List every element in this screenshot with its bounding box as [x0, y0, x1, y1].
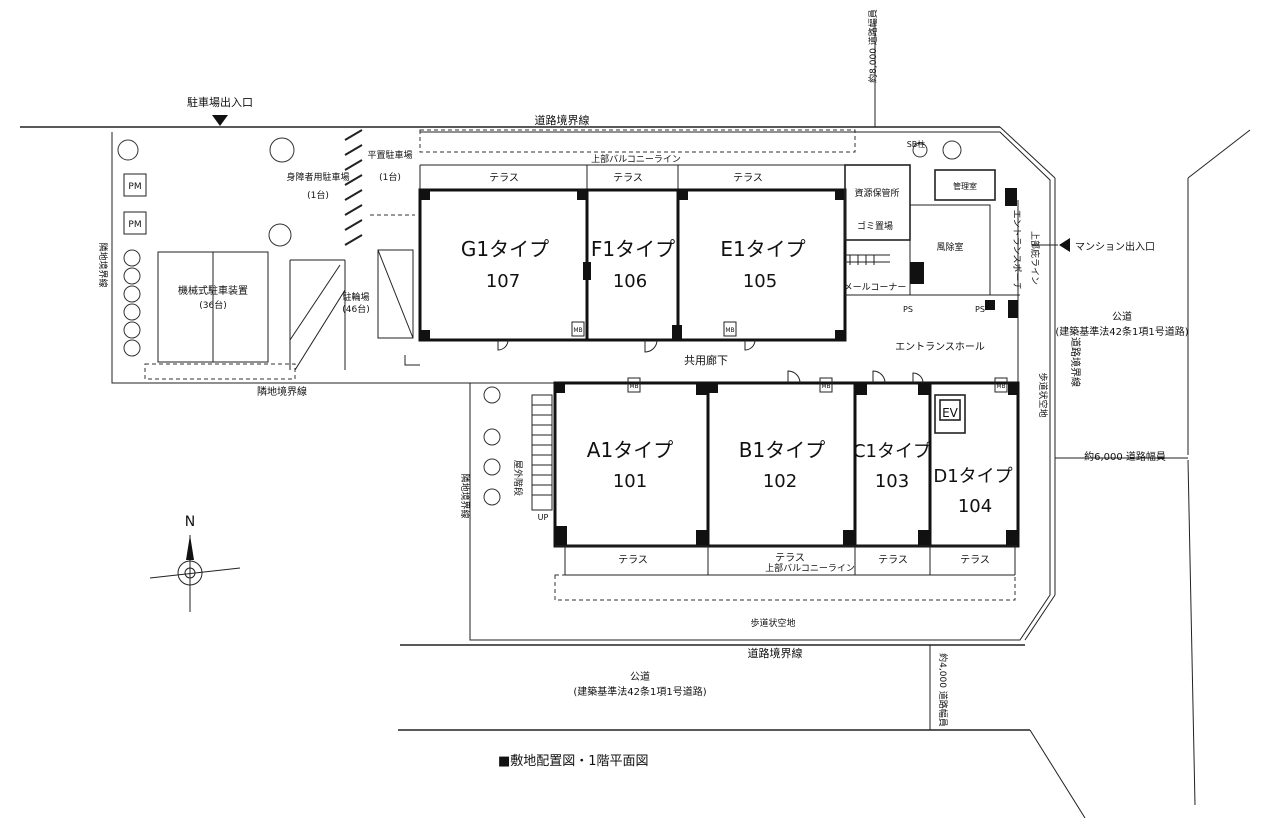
neighbor-boundary-middle: 隣地境界線 — [459, 473, 471, 518]
unit-type-f1: F1タイプ — [591, 237, 675, 261]
upper-balcony-line-bottom: 上部バルコニーライン — [765, 562, 855, 574]
unit-number-107: 107 — [486, 271, 520, 292]
road-width-top: 約8,000 道路幅員 — [867, 9, 879, 83]
unit-number-102: 102 — [763, 471, 797, 492]
public-road-bottom-sub: (建築基準法42条1項1号道路) — [573, 685, 706, 698]
entrance-hall-label: エントランスホール — [895, 341, 985, 353]
unit-type-e1: E1タイプ — [720, 237, 805, 261]
flat-parking-label: 平置駐車場 — [367, 149, 412, 161]
ps-label: PS — [903, 305, 913, 314]
mail-corner-label: メールコーナー — [844, 282, 907, 293]
mb-label: MB — [725, 327, 734, 334]
terrace-label: テラス — [613, 172, 643, 184]
unit-type-a1: A1タイプ — [587, 438, 673, 462]
mb-label: MB — [629, 383, 638, 390]
mechanical-parking-count: (36台) — [199, 299, 226, 311]
terrace-label: テラス — [960, 554, 990, 566]
sidewalk-space-bottom: 歩道状空地 — [750, 617, 795, 629]
site-boundary — [111, 131, 1051, 641]
disabled-parking-label: 身障者用駐車場 — [286, 171, 349, 183]
public-road-bottom: 公道 — [630, 670, 650, 683]
parking-entrance-label: 駐車場出入口 — [187, 95, 253, 109]
mechanical-parking-label: 機械式駐車装置 — [178, 284, 248, 297]
mb-label: MB — [573, 327, 582, 334]
terrace-label: テラス — [618, 554, 648, 566]
north-compass — [149, 535, 241, 612]
landscaping — [117, 129, 1016, 601]
sidewalk-space-right: 歩道状空地 — [1037, 372, 1049, 417]
unit-number-105: 105 — [743, 271, 777, 292]
lower-block — [404, 355, 1020, 576]
mb-label: MB — [996, 383, 1005, 390]
road-width-right: 約6,000 道路幅員 — [1084, 450, 1166, 463]
road-boundary-top: 道路境界線 — [535, 113, 590, 127]
public-road-right: 公道 — [1112, 310, 1132, 323]
upper-balcony-line-top: 上部バルコニーライン — [591, 153, 681, 165]
mansion-entrance-label: マンション出入口 — [1075, 240, 1155, 253]
north-label: N — [185, 514, 195, 530]
terrace-label: テラス — [775, 552, 805, 564]
neighbor-boundary-bottom: 隣地境界線 — [257, 385, 307, 398]
pm-label: PM — [128, 182, 141, 192]
unit-type-c1: C1タイプ — [853, 441, 931, 462]
bicycle-parking-label: 駐輪場 — [342, 291, 369, 303]
road-boundary-bottom: 道路境界線 — [748, 646, 803, 660]
unit-number-101: 101 — [613, 471, 647, 492]
unit-number-104: 104 — [958, 496, 992, 517]
management-room-label: 管理室 — [953, 181, 977, 191]
neighbor-boundary-left: 隣地境界線 — [97, 242, 109, 287]
ev-label: EV — [942, 406, 959, 420]
outdoor-stairs — [531, 255, 875, 511]
terrace-label: テラス — [733, 172, 763, 184]
garbage-label: ゴミ置場 — [857, 220, 893, 232]
mb-label: MB — [821, 383, 830, 390]
sb-pole-label: SB柱 — [907, 139, 926, 149]
shared-corridor-label: 共用廊下 — [684, 353, 728, 367]
drawing-title: ■敷地配置図・1階平面図 — [498, 754, 649, 769]
parking-area — [123, 129, 415, 371]
unit-type-b1: B1タイプ — [739, 438, 825, 462]
unit-number-106: 106 — [613, 271, 647, 292]
flat-parking-count: (1台) — [379, 171, 401, 183]
bicycle-parking-count: (46台) — [342, 303, 369, 315]
disabled-parking-count: (1台) — [307, 189, 329, 201]
terrace-label: テラス — [878, 554, 908, 566]
upper-eave-label: 上部庇ライン — [1029, 231, 1041, 285]
entrance-porch-label: エントランスポーチ — [1011, 210, 1022, 291]
entrance-arrows — [212, 115, 1070, 252]
public-road-right-sub: (建築基準法42条1項1号道路) — [1055, 325, 1188, 338]
upper-block — [418, 164, 1020, 395]
road-width-bottom: 約4,000 道路幅員 — [937, 653, 949, 727]
unit-type-d1: D1タイプ — [933, 466, 1012, 487]
emergency-stairs-label: 屋外階段 — [512, 460, 524, 496]
pm-label: PM — [128, 220, 141, 230]
terrace-label: テラス — [489, 172, 519, 184]
resource-storage-label: 資源保管所 — [854, 187, 899, 199]
road-boundary-right: 道路境界線 — [1069, 337, 1082, 387]
wind-room-label: 風除室 — [936, 241, 963, 253]
up-label: UP — [538, 513, 549, 522]
road-lines — [20, 20, 1251, 818]
ps-label: PS — [975, 305, 985, 314]
unit-type-g1: G1タイプ — [461, 237, 549, 261]
unit-number-103: 103 — [875, 471, 909, 492]
